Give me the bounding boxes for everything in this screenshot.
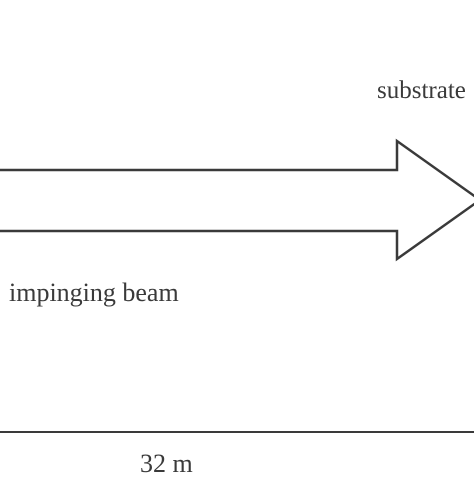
beam-arrow (0, 138, 474, 262)
substrate-label: substrate (377, 77, 466, 104)
impinging-beam-label: impinging beam (9, 278, 179, 307)
distance-label: 32 m (140, 449, 193, 478)
